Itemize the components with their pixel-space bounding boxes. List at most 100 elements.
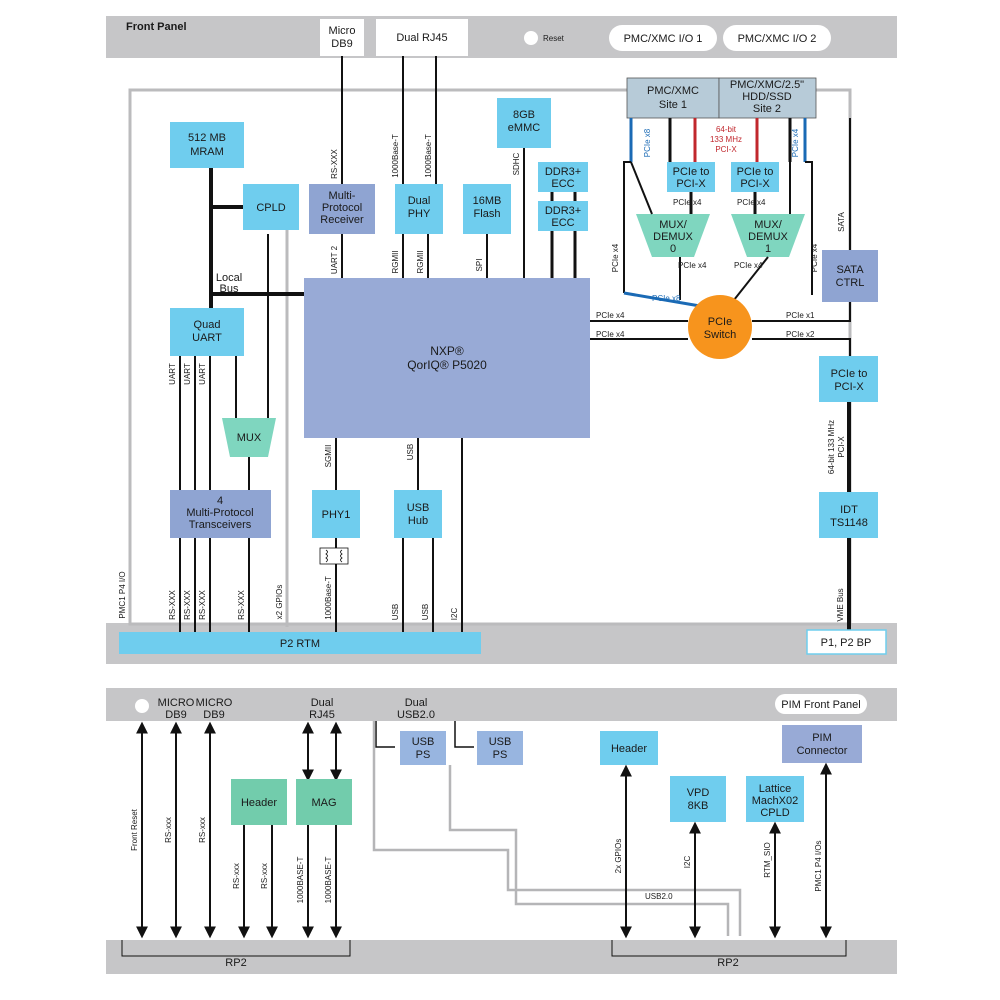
svg-text:UART: UART	[198, 363, 207, 385]
svg-text:RS-xxx: RS-xxx	[198, 817, 207, 843]
svg-text:CPLD: CPLD	[760, 807, 789, 819]
svg-text:PCIe x8: PCIe x8	[652, 294, 681, 303]
svg-text:PCIe x4: PCIe x4	[596, 311, 625, 320]
svg-text:2x GPIOs: 2x GPIOs	[614, 839, 623, 874]
idt-ts1148	[819, 492, 878, 538]
svg-text:PCI-X: PCI-X	[676, 178, 706, 190]
svg-text:eMMC: eMMC	[508, 122, 540, 134]
svg-text:RS-XXX: RS-XXX	[237, 589, 246, 619]
svg-text:DB9: DB9	[165, 709, 186, 721]
svg-text:Connector: Connector	[797, 745, 848, 757]
svg-text:PCI-X: PCI-X	[837, 436, 846, 458]
svg-text:ECC: ECC	[551, 217, 574, 229]
svg-text:DB9: DB9	[203, 709, 224, 721]
svg-text:UART 2: UART 2	[330, 245, 339, 274]
svg-text:I2C: I2C	[683, 856, 692, 869]
svg-text:Site 2: Site 2	[753, 103, 781, 115]
svg-text:Flash: Flash	[474, 208, 501, 220]
pcie-to-pcix-bridge-c	[819, 356, 878, 402]
usb-ps-b	[477, 731, 523, 765]
svg-text:1: 1	[765, 243, 771, 255]
svg-text:MICRO: MICRO	[196, 697, 233, 709]
svg-text:SDHC: SDHC	[512, 152, 521, 175]
phy1	[312, 490, 360, 538]
svg-text:RS-xxx: RS-xxx	[232, 863, 241, 889]
svg-text:PCIe x4: PCIe x4	[678, 261, 707, 270]
svg-text:USB2.0: USB2.0	[645, 892, 673, 901]
multi-protocol-receiver	[309, 184, 375, 234]
svg-text:VME Bus: VME Bus	[836, 588, 845, 621]
svg-text:RJ45: RJ45	[309, 709, 335, 721]
ddr3-ecc-b	[538, 201, 588, 231]
usb-ps-a	[400, 731, 446, 765]
svg-text:RTM_SIO: RTM_SIO	[763, 842, 772, 877]
transformer-icon	[319, 547, 349, 565]
svg-text:PHY: PHY	[408, 208, 431, 220]
flash-16mb	[463, 184, 511, 234]
svg-text:SGMII: SGMII	[324, 445, 333, 468]
svg-text:USB: USB	[421, 604, 430, 620]
svg-text:Reset: Reset	[543, 34, 565, 43]
svg-text:1000BASE-T: 1000BASE-T	[296, 857, 305, 904]
svg-text:Dual: Dual	[408, 195, 431, 207]
svg-text:DDR3+: DDR3+	[545, 205, 581, 217]
svg-text:MUX: MUX	[237, 432, 262, 444]
svg-text:1000Base-T: 1000Base-T	[391, 134, 400, 178]
front-panel-label: Front Panel	[126, 21, 187, 33]
svg-text:CPLD: CPLD	[256, 202, 285, 214]
svg-text:QorIQ® P5020: QorIQ® P5020	[407, 358, 487, 372]
svg-text:PCIe: PCIe	[708, 316, 732, 328]
dual-rj45-connector	[376, 19, 468, 56]
svg-text:PIM Front Panel: PIM Front Panel	[781, 699, 860, 711]
svg-text:8KB: 8KB	[688, 800, 709, 812]
svg-text:Dual: Dual	[311, 697, 334, 709]
pcie-switch	[688, 295, 752, 359]
svg-text:1000Base-T: 1000Base-T	[324, 576, 333, 620]
svg-text:PMC1 P4 I/O: PMC1 P4 I/O	[118, 571, 127, 618]
mux-demux-0	[636, 214, 710, 257]
svg-text:Multi-: Multi-	[329, 190, 356, 202]
pim-connector	[782, 725, 862, 763]
p1-p2-bp-connector	[806, 629, 887, 655]
dual-phy	[395, 184, 443, 234]
svg-text:SATA: SATA	[836, 264, 864, 276]
svg-text:PMC/XMC: PMC/XMC	[647, 85, 699, 97]
svg-text:512 MB: 512 MB	[188, 132, 226, 144]
svg-text:HDD/SSD: HDD/SSD	[742, 91, 792, 103]
svg-text:PCIe x2: PCIe x2	[786, 330, 815, 339]
svg-text:MRAM: MRAM	[190, 146, 224, 158]
svg-text:Hub: Hub	[408, 515, 428, 527]
svg-text:64-bit 133 MHz: 64-bit 133 MHz	[827, 420, 836, 474]
svg-text:I2C: I2C	[450, 608, 459, 621]
svg-text:PCIe x4: PCIe x4	[596, 330, 625, 339]
pmc-xmc-io-1	[609, 25, 717, 51]
svg-text:PCI-X: PCI-X	[740, 178, 770, 190]
svg-text:Lattice: Lattice	[759, 783, 791, 795]
svg-text:1000Base-T: 1000Base-T	[424, 134, 433, 178]
svg-text:IDT: IDT	[840, 504, 858, 516]
svg-text:DEMUX: DEMUX	[748, 231, 788, 243]
svg-text:UART: UART	[192, 332, 222, 344]
svg-text:x2 GPIOs: x2 GPIOs	[275, 585, 284, 620]
svg-text:133 MHz: 133 MHz	[710, 135, 742, 144]
quad-uart	[170, 308, 244, 356]
svg-text:UART: UART	[168, 363, 177, 385]
svg-text:NXP®: NXP®	[430, 344, 464, 358]
usb-hub	[394, 490, 442, 538]
svg-text:SATA: SATA	[837, 211, 846, 231]
svg-text:Dual RJ45: Dual RJ45	[396, 32, 447, 44]
ddr3-ecc-a	[538, 162, 588, 192]
svg-text:DB9: DB9	[331, 38, 352, 50]
svg-text:PMC/XMC I/O 2: PMC/XMC I/O 2	[738, 33, 817, 45]
multi-protocol-transceivers	[170, 490, 271, 538]
svg-text:TS1148: TS1148	[830, 517, 868, 529]
header-a	[231, 779, 287, 825]
svg-text:PIM: PIM	[812, 732, 832, 744]
pim-front-panel-bar	[106, 688, 897, 721]
svg-text:PCIe x4: PCIe x4	[611, 243, 620, 272]
svg-text:VPD: VPD	[687, 787, 710, 799]
svg-text:RS-XXX: RS-XXX	[198, 589, 207, 619]
svg-text:P1, P2 BP: P1, P2 BP	[821, 637, 872, 649]
micro-db9-connector	[320, 19, 364, 56]
